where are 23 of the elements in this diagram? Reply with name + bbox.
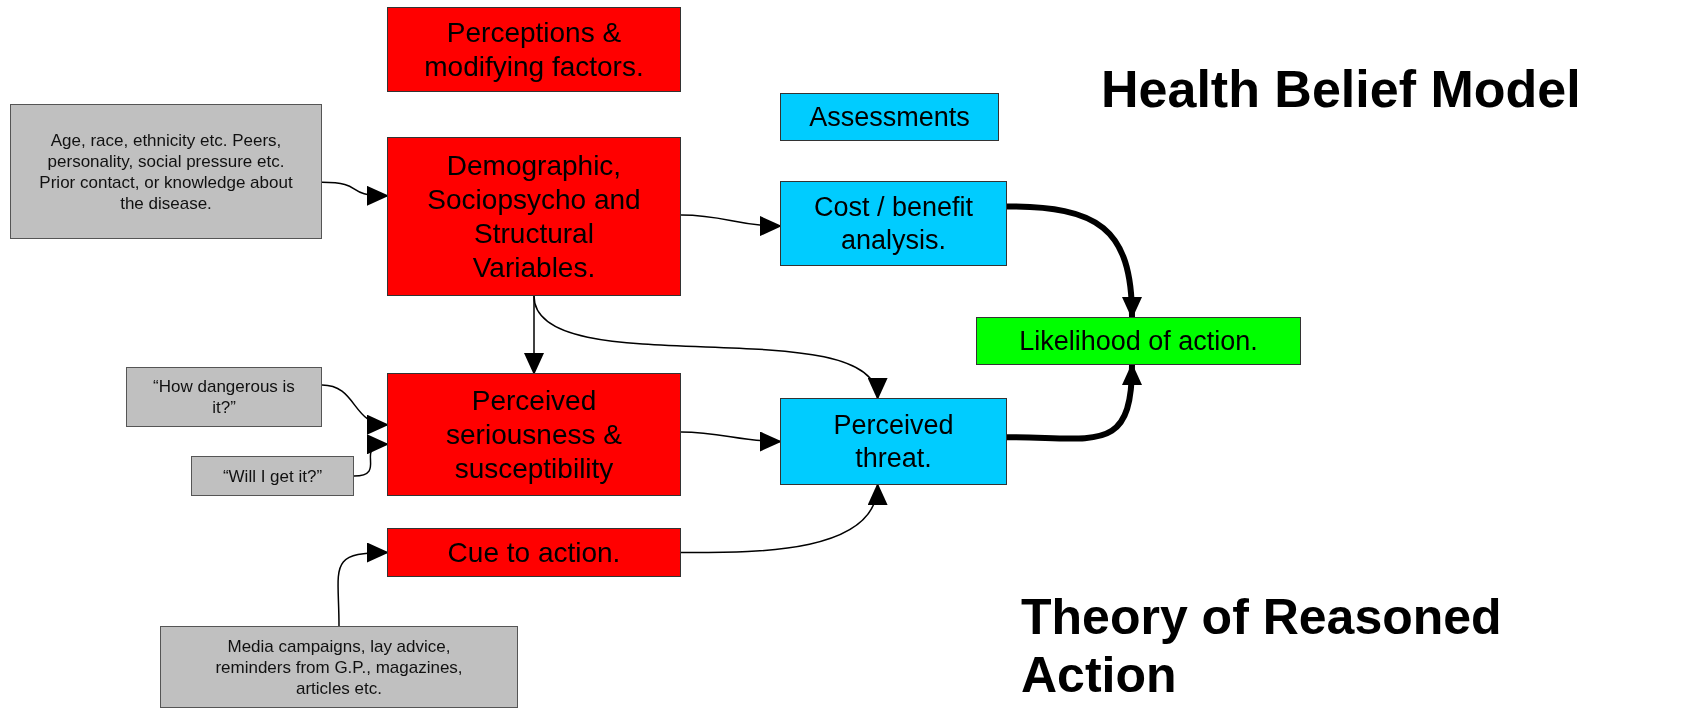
title: Health Belief Model — [1101, 59, 1581, 120]
category-box: Perceptions & modifying factors. — [387, 7, 681, 92]
arrow — [337, 542, 389, 627]
process-box: Demographic, Sociopsycho and Structural Variables. — [387, 137, 681, 296]
process-box: Cost / benefit analysis. — [780, 181, 1007, 266]
category-box: Assessments — [780, 93, 999, 141]
process-box: Perceived threat. — [780, 398, 1007, 485]
heading: Theory of Reasoned Action — [1021, 588, 1503, 704]
arrow — [353, 436, 389, 477]
process-box: Perceived seriousness & susceptibility — [387, 373, 681, 496]
note-box: “How dangerous is it?” — [126, 367, 322, 427]
process-box: Cue to action. — [387, 528, 681, 577]
arrow — [680, 483, 885, 554]
arrow — [680, 214, 782, 236]
arrow — [1006, 203, 1142, 319]
arrow — [680, 431, 782, 452]
note-box: Age, race, ethnicity etc. Peers, personality, social pressure etc. Prior contact, or knowledge about the disease. — [10, 104, 322, 239]
arrow — [1006, 363, 1142, 442]
arrow — [321, 384, 389, 433]
arrow — [321, 181, 389, 206]
note-box: “Will I get it?” — [191, 456, 354, 496]
outcome-box: Likelihood of action. — [976, 317, 1301, 365]
note-box: Media campaigns, lay advice, reminders from G.P., magazines, articles etc. — [160, 626, 518, 708]
